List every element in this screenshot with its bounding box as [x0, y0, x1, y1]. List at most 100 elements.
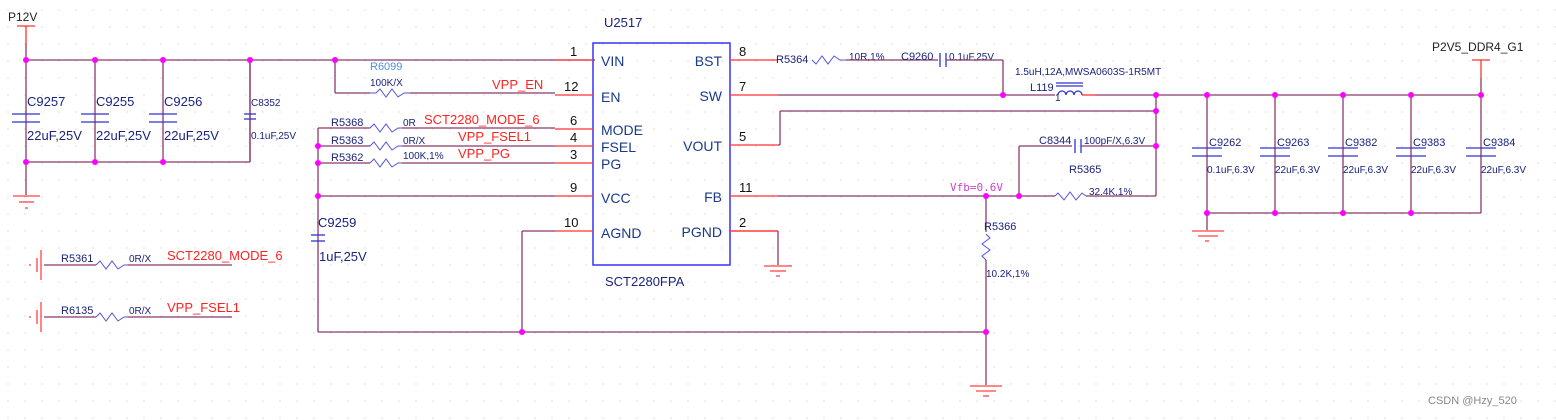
value-c9259: 1uF,25V: [319, 249, 367, 264]
refdes-r5364: R5364: [776, 54, 808, 66]
net-label-vpp-en[interactable]: VPP_EN: [492, 77, 543, 92]
junction-dot: [1000, 92, 1006, 98]
junction-dot: [315, 160, 321, 166]
value: 22uF,6.3V: [1411, 165, 1456, 176]
junction-dot: [23, 159, 29, 165]
junction-dot: [1272, 92, 1278, 98]
pin-number: 8: [739, 44, 746, 59]
junction-dot: [983, 193, 989, 199]
net-label-sct2280-mode-6-pd[interactable]: SCT2280_MODE_6: [167, 248, 283, 263]
junction-dots: [23, 57, 1484, 335]
refdes-l119: L119: [1030, 82, 1054, 94]
junction-dot: [315, 193, 321, 199]
annotation-vfb: Vfb=0.6V: [950, 181, 1003, 194]
resistor-r6135-pulldown[interactable]: R6135 0R/X: [29, 302, 232, 332]
pin-name: SW: [699, 88, 722, 104]
junction-dot: [1340, 92, 1346, 98]
junction-dot: [1204, 210, 1210, 216]
capacitor-c9256[interactable]: C9256 22uF,25V: [149, 60, 219, 162]
refdes: C9256: [164, 94, 202, 109]
capacitor-c8344[interactable]: C8344 100pF/X,6.3V: [1039, 135, 1145, 153]
pin-number: 5: [739, 129, 746, 144]
junction-dot: [1478, 92, 1484, 98]
refdes: C9383: [1413, 137, 1445, 149]
refdes-r5361: R5361: [61, 253, 93, 265]
net-label-vpp-fsel1-pd[interactable]: VPP_FSEL1: [167, 300, 240, 315]
power-port-p2v5-ddr4-g1[interactable]: P2V5_DDR4_G1: [1432, 40, 1524, 78]
resistor-r5365[interactable]: R5365 32.4K,1%: [1054, 164, 1132, 201]
junction-dot: [92, 159, 98, 165]
net-label-vpp-pg[interactable]: VPP_PG: [458, 146, 510, 161]
value-c8344: 100pF/X,6.3V: [1084, 136, 1145, 147]
pin-number: 4: [570, 130, 577, 145]
inductor-l119[interactable]: 1.5uH,12A,MWSA0603S-1R5MT L119 1: [1015, 67, 1161, 104]
pin-name: PGND: [682, 224, 722, 240]
refdes: C8352: [251, 98, 281, 109]
value-r5361: 0R/X: [129, 254, 152, 265]
pin-name: AGND: [601, 225, 641, 241]
net-label-vpp-fsel1[interactable]: VPP_FSEL1: [458, 129, 531, 144]
refdes-r5362: R5362: [331, 152, 363, 164]
resistor-r5363[interactable]: R5363 0R/X: [331, 135, 426, 151]
junction-dot: [1272, 210, 1278, 216]
capacitor-c9260[interactable]: C9260 0.1uF,25V: [901, 51, 994, 67]
capacitor-c9382[interactable]: C9382 22uF,6.3V: [1328, 95, 1388, 213]
power-port-p12v[interactable]: P12V: [8, 10, 37, 44]
value: 22uF,25V: [96, 128, 151, 143]
pin-number: 2: [739, 215, 746, 230]
ic-body: [592, 42, 731, 266]
ground-symbol: [764, 265, 792, 277]
ic-pin-sw[interactable]: 7SW: [699, 79, 778, 104]
junction-dot: [160, 57, 166, 63]
refdes-r5365: R5365: [1069, 164, 1101, 176]
ic-part-number: SCT2280FPA: [605, 274, 685, 289]
refdes-c8344: C8344: [1039, 135, 1071, 147]
pin-number: 10: [564, 215, 578, 230]
resistor-r5364[interactable]: R5364 10R,1%: [776, 52, 885, 66]
pin-number: 6: [570, 113, 577, 128]
resistor-r5366[interactable]: R5366 10.2K,1%: [981, 221, 1029, 280]
value-r6135: 0R/X: [129, 306, 152, 317]
capacitor-c9383[interactable]: C9383 22uF,6.3V: [1396, 95, 1456, 213]
pin-number: 9: [570, 180, 577, 195]
value-c9260: 0.1uF,25V: [949, 52, 994, 63]
resistor-r6099[interactable]: R6099 100K/X: [370, 61, 410, 98]
ic-pin-pg[interactable]: 3PG: [555, 147, 621, 172]
inductor-pin-mark: 1: [1055, 93, 1061, 104]
refdes-r5366: R5366: [984, 221, 1016, 233]
pin-number: 11: [739, 180, 753, 195]
ground-symbol: [970, 385, 1002, 397]
ic-u2517[interactable]: U2517 SCT2280FPA 1VIN12EN6MODE4FSEL3PG9V…: [555, 15, 778, 289]
value-r5368: 0R: [403, 118, 416, 129]
pin-name: VOUT: [683, 138, 722, 154]
value: 22uF,6.3V: [1343, 165, 1388, 176]
ic-refdes: U2517: [604, 15, 642, 30]
junction-dot: [92, 57, 98, 63]
refdes-r5363: R5363: [331, 135, 363, 147]
resistor-r5362[interactable]: R5362 100K,1%: [331, 151, 444, 168]
capacitor-c9259[interactable]: C9259 1uF,25V: [311, 215, 367, 264]
pin-name: BST: [695, 53, 723, 69]
resistor-r5361-pulldown[interactable]: R5361 0R/X: [29, 250, 232, 280]
value: 22uF,25V: [164, 128, 219, 143]
net-label-sct2280-mode-6[interactable]: SCT2280_MODE_6: [424, 112, 540, 127]
resistor-r5368[interactable]: R5368 0R: [331, 117, 416, 133]
refdes: C9382: [1345, 137, 1377, 149]
junction-dot: [1016, 193, 1022, 199]
